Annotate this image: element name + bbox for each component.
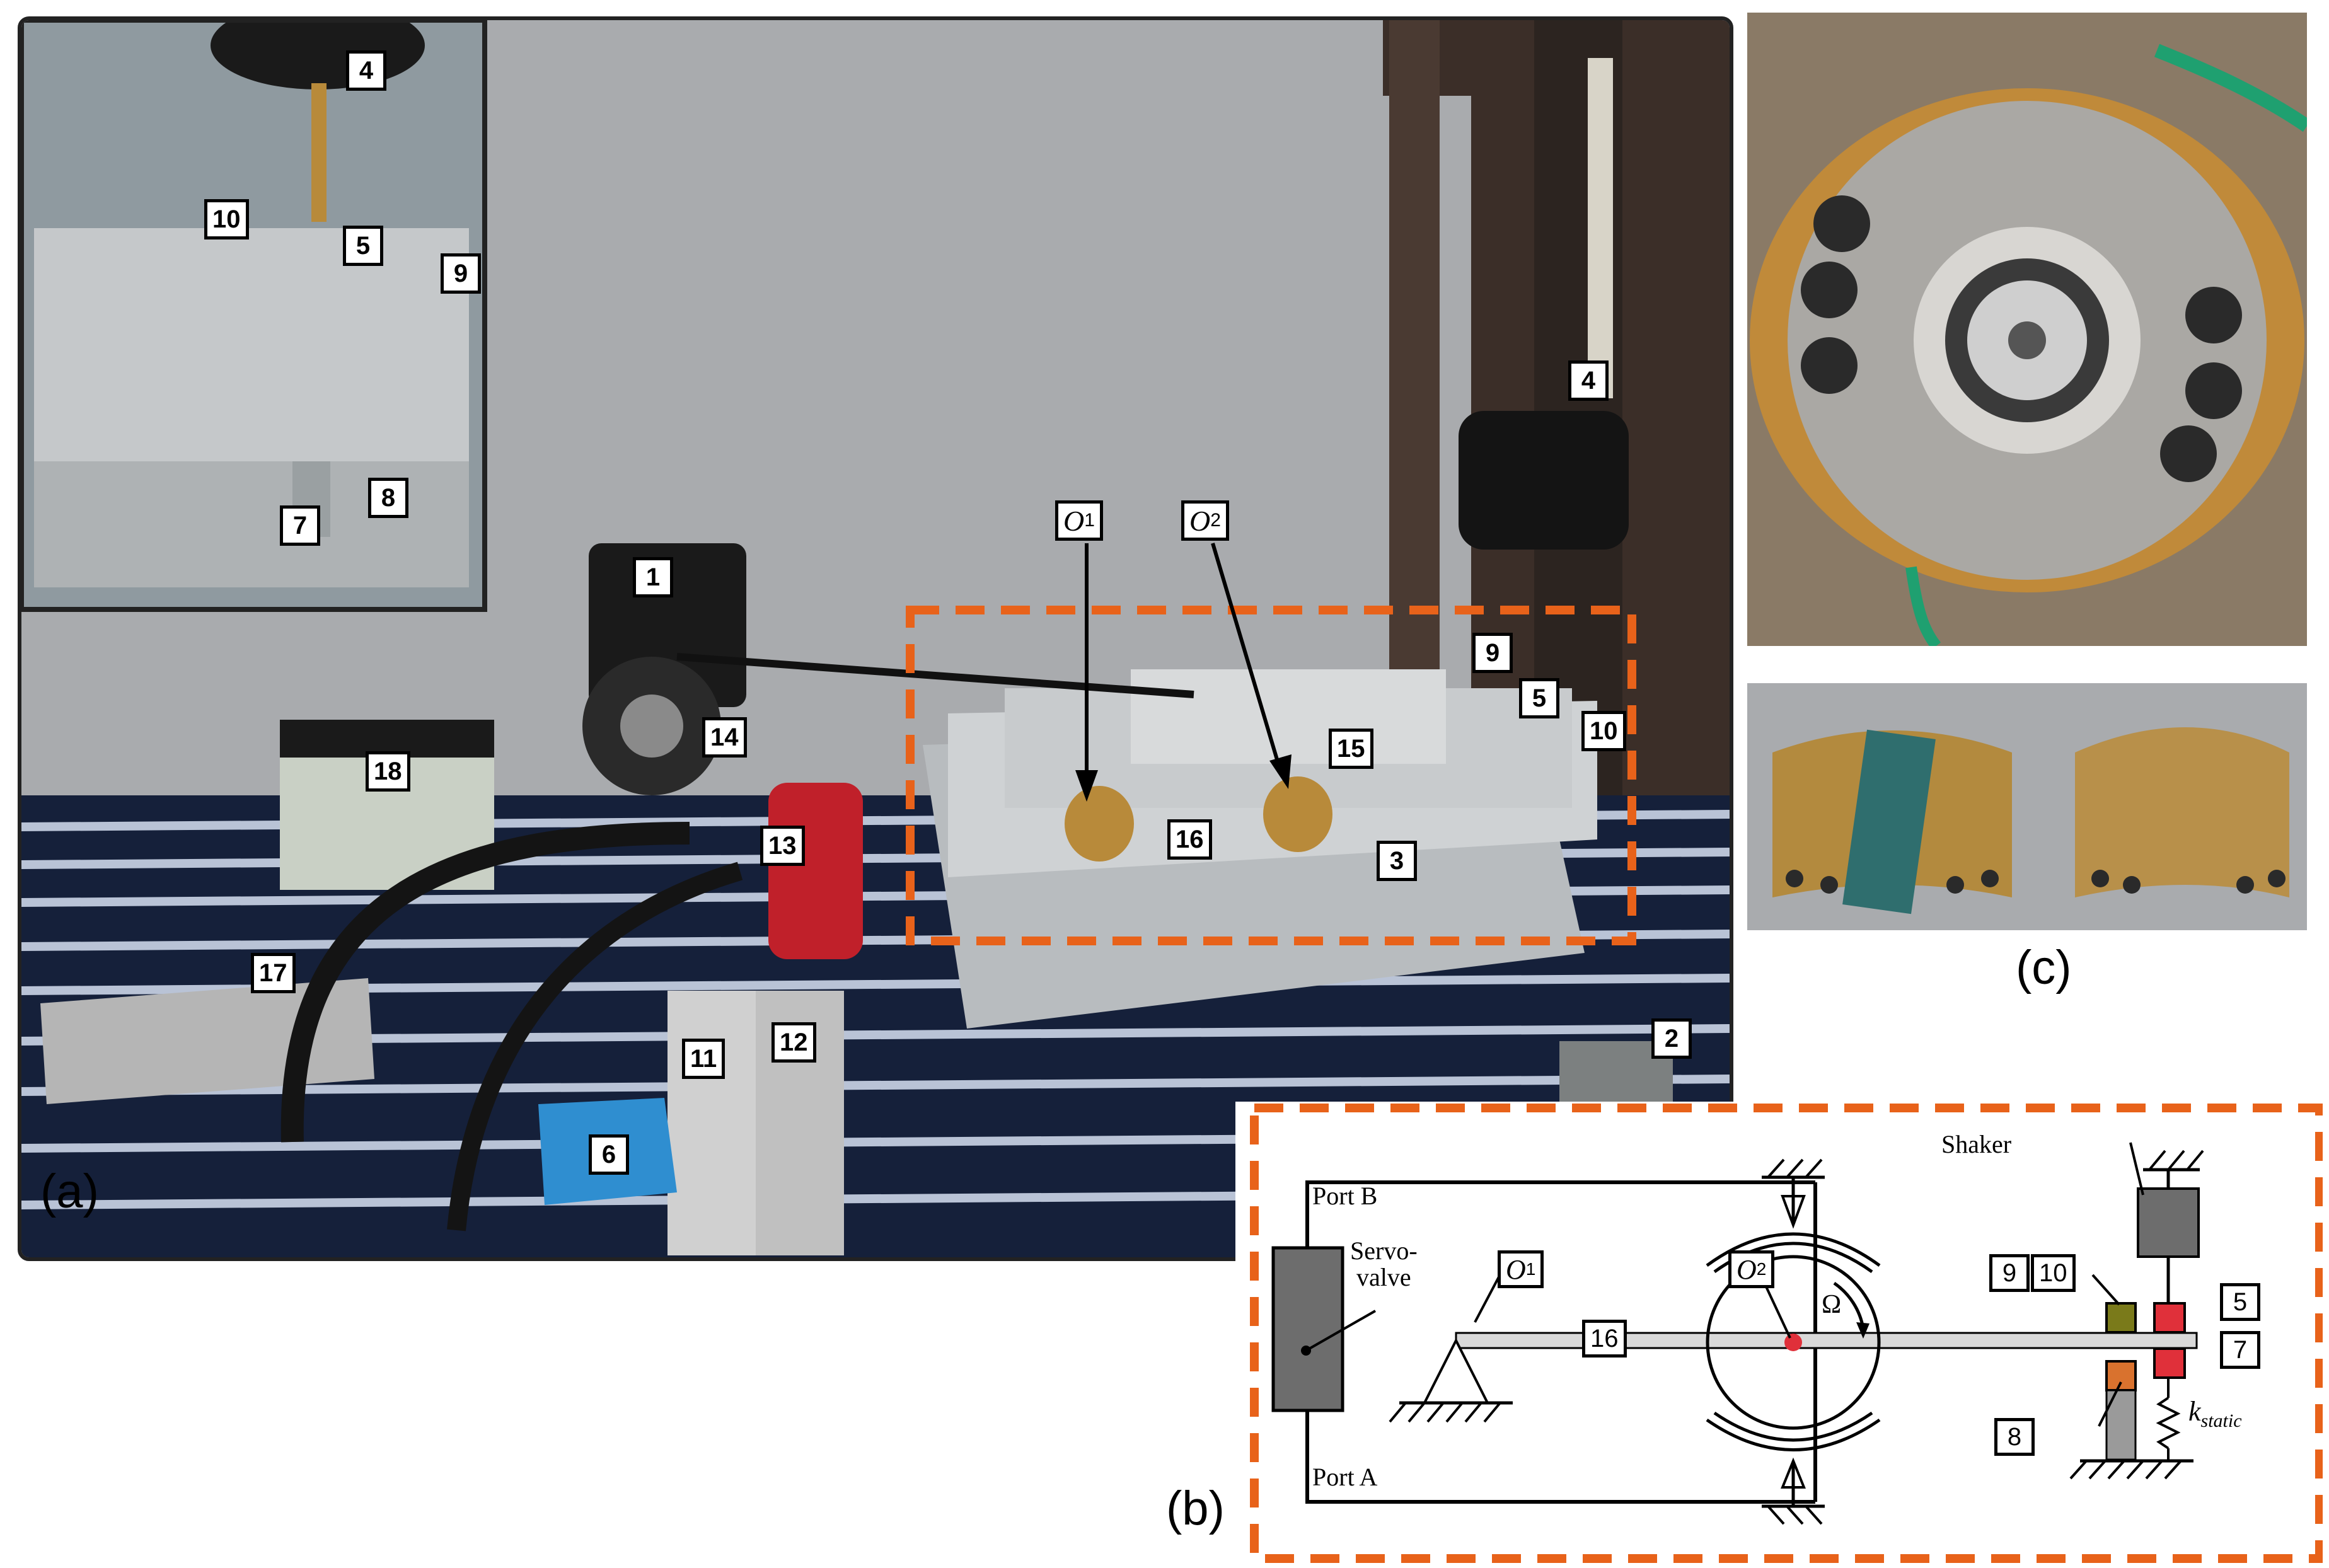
label-10: 10 xyxy=(1581,711,1626,751)
panel-c-bearing-photo xyxy=(1747,13,2307,646)
inset-label-9: 9 xyxy=(441,253,481,294)
label-4: 4 xyxy=(1568,360,1609,401)
label-15: 15 xyxy=(1329,729,1373,769)
schematic-label-5: 5 xyxy=(2220,1283,2260,1321)
servo-valve-line1: Servo- xyxy=(1350,1237,1418,1265)
label-5: 5 xyxy=(1519,678,1559,718)
schematic-label-7: 7 xyxy=(2220,1331,2260,1369)
label-11: 11 xyxy=(682,1039,725,1079)
schematic-label-16: 16 xyxy=(1582,1320,1627,1358)
inset-label-10: 10 xyxy=(204,199,249,239)
bearing-pads-illustration xyxy=(1772,727,2289,914)
label-14: 14 xyxy=(702,717,747,758)
label-6: 6 xyxy=(589,1134,629,1175)
shaker-label: Shaker xyxy=(1941,1130,2012,1158)
inset-label-5: 5 xyxy=(343,226,383,266)
inset-label-7: 7 xyxy=(280,505,320,546)
label-13: 13 xyxy=(760,826,805,866)
panel-b-caption: (b) xyxy=(1166,1481,1225,1536)
label-12: 12 xyxy=(772,1022,816,1063)
label-3: 3 xyxy=(1377,841,1417,881)
label-1: 1 xyxy=(633,557,673,597)
bearing-front-illustration xyxy=(1747,13,2307,646)
k-static-label: kstatic xyxy=(2188,1396,2242,1431)
schematic-label-8: 8 xyxy=(1994,1418,2035,1456)
port-b-label: Port B xyxy=(1312,1182,1378,1210)
servo-valve-label: Servo- valve xyxy=(1350,1238,1418,1291)
omega-label: Ω xyxy=(1822,1290,1842,1319)
inset-label-4: 4 xyxy=(346,50,386,91)
panel-c-pads-photo xyxy=(1747,683,2307,930)
label-2: 2 xyxy=(1651,1018,1692,1059)
port-a-label: Port A xyxy=(1312,1463,1378,1491)
panel-a-caption: (a) xyxy=(40,1165,99,1218)
label-18: 18 xyxy=(366,751,410,792)
label-16: 16 xyxy=(1167,819,1212,860)
test-rig-illustration xyxy=(21,20,1730,1257)
panel-c-caption: (c) xyxy=(2016,941,2072,994)
panel-b-schematic: Port B Port A Servo- valve Shaker Ω ksta… xyxy=(1235,1102,2323,1565)
schematic-diagram xyxy=(1250,1104,2323,1563)
schematic-label-10: 10 xyxy=(2031,1254,2076,1292)
servo-valve-line2: valve xyxy=(1356,1263,1411,1291)
inset-label-8: 8 xyxy=(368,478,408,518)
label-9: 9 xyxy=(1472,633,1513,673)
schematic-label-9: 9 xyxy=(1989,1254,2030,1292)
label-17: 17 xyxy=(251,953,296,993)
